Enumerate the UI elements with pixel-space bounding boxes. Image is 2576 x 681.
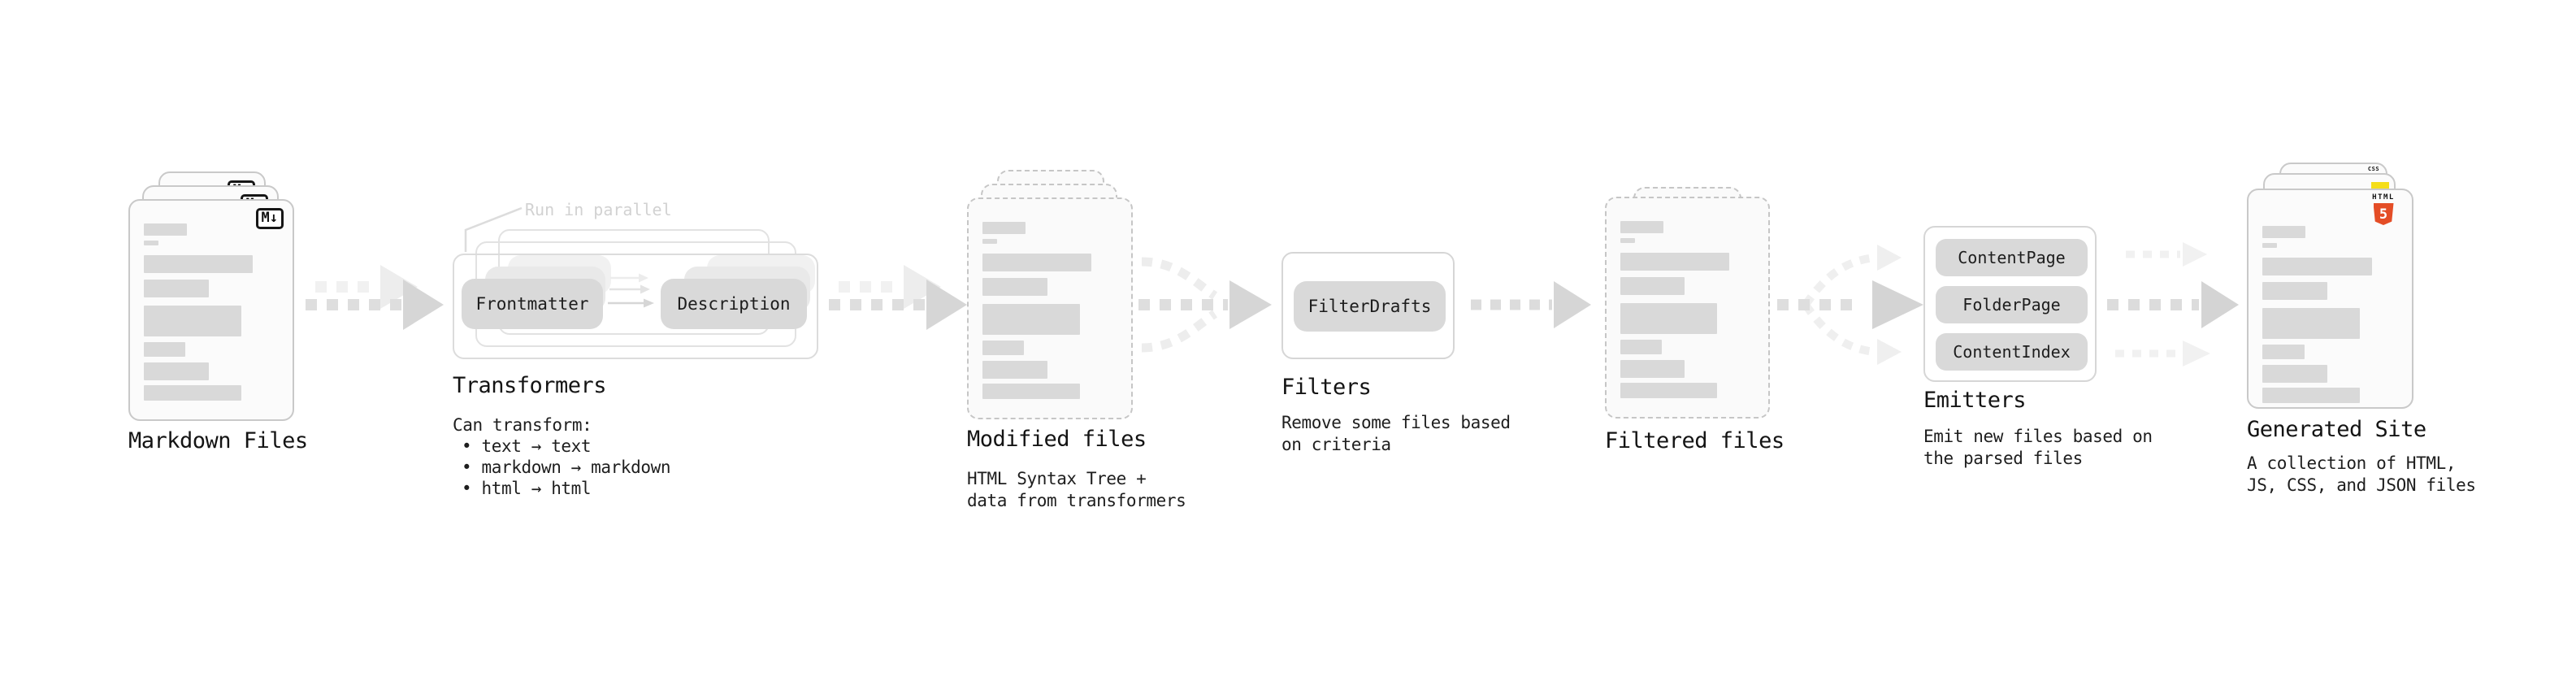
text-line-bar (144, 385, 241, 401)
pill-filterdrafts: FilterDrafts (1294, 281, 1446, 332)
stage-label-generated-site: Generated Site (2247, 417, 2426, 442)
text-line-bar (144, 342, 186, 357)
text-line-bar (2262, 388, 2361, 403)
can-transform-title: Can transform: (453, 415, 592, 435)
pill-frontmatter: Frontmatter (462, 279, 603, 329)
bullet-item: • html → html (462, 479, 592, 498)
text-line-bar (982, 222, 1026, 234)
flow-arrow-filters-to-filtered (1471, 281, 1591, 328)
text-line-bar (1620, 277, 1685, 295)
html5-icon-text: HTML (2372, 193, 2395, 202)
text-line-bar (1620, 303, 1717, 334)
html5-icon-shield: 5 (2373, 203, 2394, 225)
text-line-bar (2262, 226, 2306, 238)
stage-label-emitters: Emitters (1923, 388, 2027, 413)
css-icon-text: CSS (2367, 166, 2380, 172)
text-line-bar (982, 254, 1092, 271)
document-card-front (1605, 197, 1770, 419)
text-line-bar (982, 304, 1080, 335)
stage-label-filters: Filters (1281, 375, 1372, 400)
transformer-container-front (453, 254, 818, 359)
text-line-bar (2262, 345, 2305, 359)
emitter-pill-contentpage: ContentPage (1936, 239, 2088, 276)
html5-icon: HTML 5 (2365, 194, 2402, 225)
text-line-bar (144, 306, 241, 336)
text-line-bar (144, 280, 209, 297)
text-line-bar (2262, 282, 2328, 300)
text-line-bar (982, 239, 998, 244)
stage-subtitle-emitters: Emit new files based on the parsed files (1923, 427, 2153, 468)
text-line-bar (144, 241, 159, 245)
flow-arrow-markdown-to-transformers (306, 265, 444, 330)
filters-container: FilterDrafts (1281, 252, 1455, 359)
text-line-bar (1620, 360, 1685, 378)
text-line-bar (2262, 308, 2361, 339)
text-line-bar (1620, 238, 1636, 243)
stage-label-filtered-files: Filtered files (1605, 428, 1785, 453)
text-line-bar (144, 255, 254, 273)
pill-description: Description (661, 279, 807, 329)
document-text-lines (2262, 226, 2398, 403)
emitter-pill-folderpage: FolderPage (1936, 286, 2088, 323)
document-card-front (967, 197, 1133, 419)
flow-arrow-merge (1138, 257, 1272, 353)
text-line-bar (144, 223, 188, 236)
text-line-bar (982, 278, 1047, 296)
text-line-bar (1620, 383, 1717, 398)
flow-arrow-transformers-to-modified (829, 265, 967, 330)
stage-subtitle-filters: Remove some files based on criteria (1281, 413, 1511, 454)
document-text-lines (1620, 221, 1754, 398)
text-line-bar (2262, 365, 2328, 383)
document-card-html: HTML 5 (2247, 189, 2413, 409)
text-line-bar (2262, 243, 2278, 248)
stage-label-transformers: Transformers (453, 373, 607, 398)
transformers-description: Can transform: • text → text • markdown … (453, 414, 671, 499)
text-line-bar (982, 340, 1025, 355)
stage-label-markdown-files: Markdown Files (128, 428, 308, 453)
document-text-lines (144, 223, 279, 401)
text-line-bar (1620, 340, 1663, 354)
parallel-arrows-icon (608, 273, 654, 308)
stage-subtitle-modified-files: HTML Syntax Tree + data from transformer… (967, 469, 1186, 510)
document-card-front: M↓ (128, 199, 294, 421)
html5-icon-number: 5 (2379, 206, 2388, 223)
run-in-parallel-callout: Run in parallel (525, 200, 672, 219)
stage-label-modified-files: Modified files (967, 427, 1147, 452)
bullet-item: • text → text (462, 436, 592, 456)
stage-subtitle-generated-site: A collection of HTML, JS, CSS, and JSON … (2247, 453, 2476, 495)
bullet-item: • markdown → markdown (462, 458, 671, 477)
callout-leader-line (464, 206, 523, 252)
text-line-bar (144, 362, 209, 380)
text-line-bar (1620, 253, 1729, 271)
text-line-bar (2262, 258, 2373, 275)
document-text-lines (982, 222, 1117, 399)
flow-arrow-emitters-to-site (2107, 242, 2239, 367)
text-line-bar (1620, 221, 1663, 233)
text-line-bar (982, 361, 1047, 379)
emitters-container: ContentPage FolderPage ContentIndex (1923, 226, 2097, 382)
markdown-icon: M↓ (255, 208, 284, 229)
flow-arrow-fanout (1777, 245, 1923, 365)
emitter-pill-contentindex: ContentIndex (1936, 333, 2088, 371)
text-line-bar (982, 384, 1080, 399)
